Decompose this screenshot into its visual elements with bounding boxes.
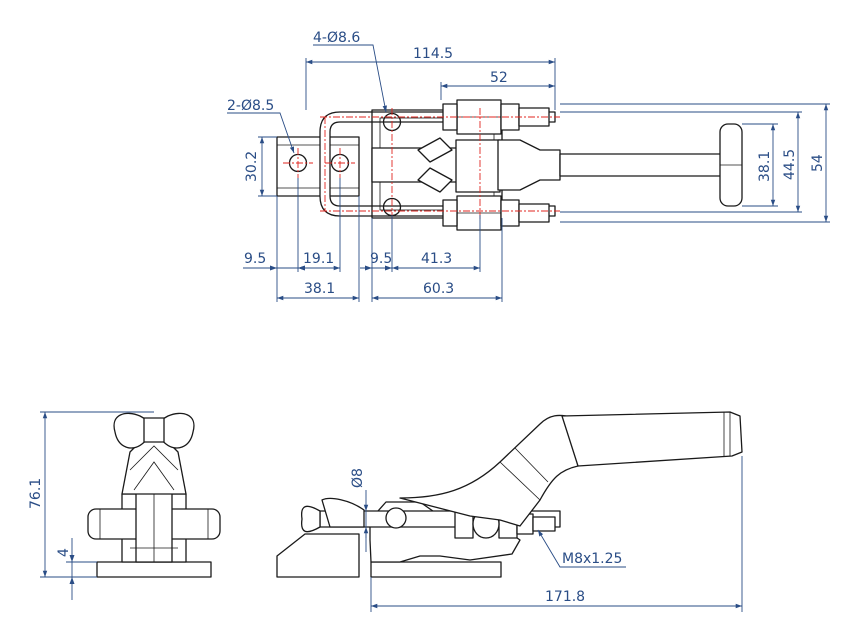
dim-total-height: 76.1	[28, 478, 44, 509]
dim-rod-offset: 52	[490, 70, 508, 86]
side-handle-arm	[399, 414, 579, 527]
dim-edge-right: 9.5	[370, 251, 392, 267]
dim-edge-left: 9.5	[244, 251, 266, 267]
dim-total-length: 171.8	[545, 589, 585, 605]
end-view: 76.1 4	[28, 411, 221, 600]
dim-inner-width: 38.1	[757, 151, 773, 182]
label-frame-holes: 4-Ø8.6	[313, 30, 360, 46]
label-base-holes: 2-Ø8.5	[227, 98, 274, 114]
top-centerlines	[283, 108, 560, 220]
handle-grip	[559, 153, 725, 177]
side-view: Ø8 M8x1.25 171.8	[276, 411, 743, 612]
dim-rod-diameter: Ø8	[350, 468, 366, 488]
dim-frame-length: 60.3	[423, 281, 454, 297]
dim-base-length: 38.1	[304, 281, 335, 297]
side-handle-grip	[561, 411, 743, 467]
u-bolt	[319, 111, 556, 217]
dim-base-height: 30.2	[244, 151, 260, 182]
base-plate-outline	[276, 136, 360, 197]
end-base-plate	[96, 561, 212, 578]
dim-mid-width: 44.5	[782, 149, 798, 180]
dim-base-hole-pitch: 19.1	[303, 251, 334, 267]
dim-outer-width: 54	[810, 154, 826, 172]
side-base-left	[276, 533, 360, 578]
top-view: 114.5 52 4-Ø8.6 2-Ø8.5 30.2 38.1 44.5 54	[227, 30, 830, 302]
dim-plate-thickness: 4	[56, 548, 72, 557]
dim-overall-length: 114.5	[413, 46, 453, 62]
label-thread: M8x1.25	[562, 551, 622, 567]
side-base-right	[370, 561, 502, 578]
dim-hole-span: 41.3	[421, 251, 452, 267]
